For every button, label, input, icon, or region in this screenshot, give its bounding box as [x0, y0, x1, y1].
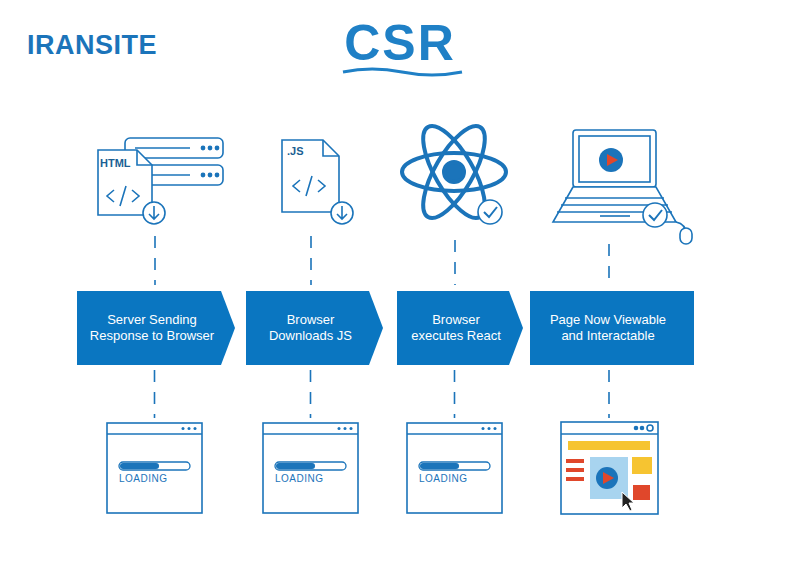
window-frame [406, 422, 503, 514]
window-frame [262, 422, 359, 514]
loading-label: LOADING [275, 473, 324, 484]
browser-window: LOADING [106, 422, 203, 514]
loading-label: LOADING [419, 473, 468, 484]
laptop-icon [553, 130, 692, 244]
file-label: HTML [100, 157, 131, 169]
dashed-connector [154, 370, 155, 418]
file-label: .JS [287, 145, 304, 157]
step-label: Browser executes React [397, 312, 523, 344]
browser-window: LOADING [406, 422, 503, 514]
process-step: Server Sending Response to Browser [77, 291, 235, 365]
diagram-title: CSR [300, 14, 500, 72]
window-frame [106, 422, 203, 514]
process-step: Page Now Viewable and Interactable [530, 291, 694, 365]
viewable-page [561, 422, 658, 514]
dashed-connector [310, 370, 311, 418]
step-label: Browser Downloads JS [246, 312, 383, 344]
step-label: Page Now Viewable and Interactable [530, 312, 694, 344]
step-label: Server Sending Response to Browser [77, 312, 235, 344]
loading-label: LOADING [119, 473, 168, 484]
js-file-icon [282, 140, 353, 224]
react-logo [402, 117, 506, 226]
html-file-icon [98, 150, 165, 224]
brand-logo: IRANSITE [27, 30, 157, 61]
browser-window: LOADING [262, 422, 359, 514]
process-step: Browser executes React [397, 291, 523, 365]
dashed-connector [454, 370, 455, 418]
process-step: Browser Downloads JS [246, 291, 383, 365]
